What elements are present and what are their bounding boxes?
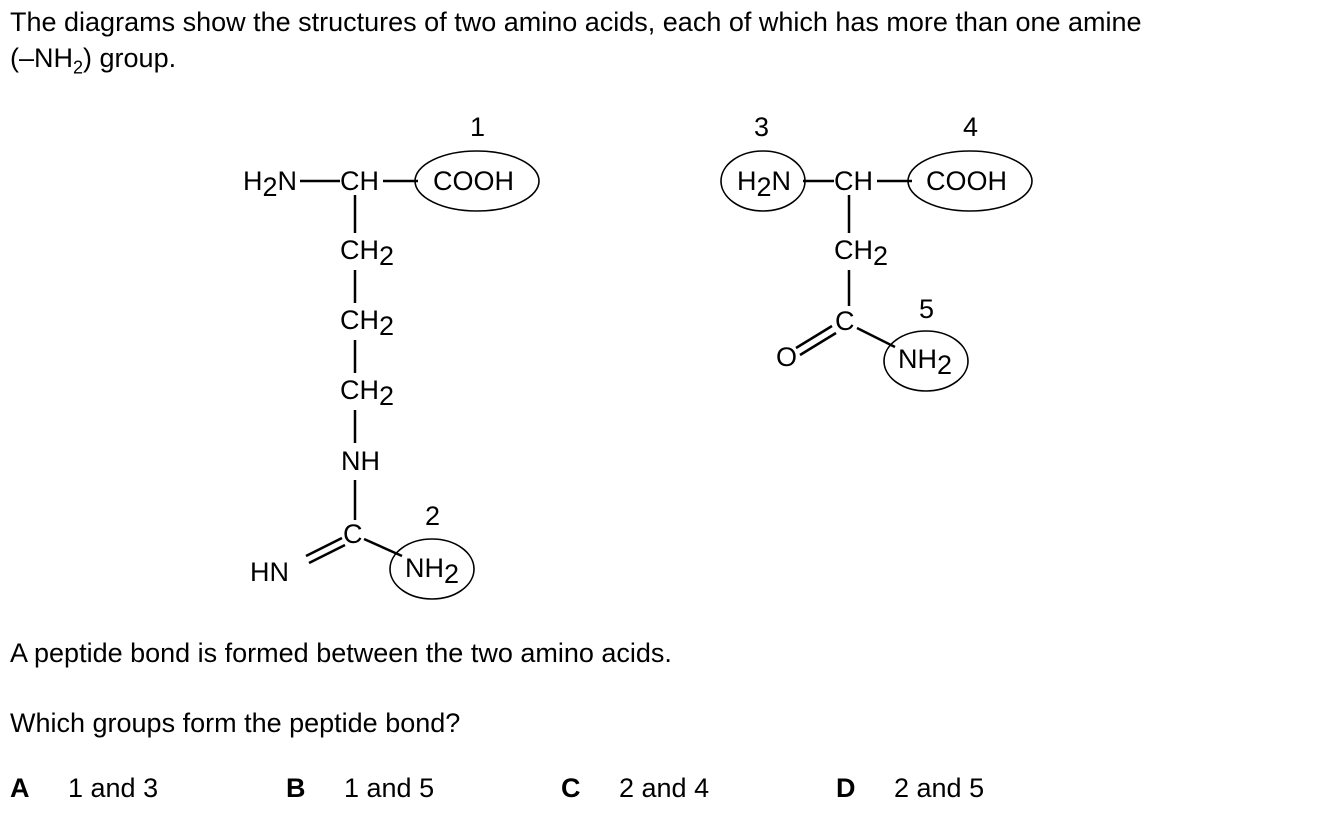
intro-line-2: (–NH2) group. <box>10 43 177 77</box>
group-number-1: 1 <box>470 112 485 142</box>
statement-text: A peptide bond is formed between the two… <box>10 638 672 668</box>
option-c[interactable]: C 2 and 4 <box>561 770 709 806</box>
left-cooh-label: COOH <box>433 166 514 196</box>
right-ch2-label: CH2 <box>834 235 888 271</box>
left-ch2-label-2: CH2 <box>340 305 394 341</box>
option-b[interactable]: B 1 and 5 <box>286 770 434 806</box>
right-alpha-ch-label: CH <box>834 166 873 196</box>
option-b-text: 1 and 5 <box>344 773 435 803</box>
group-2-circle <box>389 538 475 600</box>
option-b-letter: B <box>286 773 306 803</box>
left-amine-label: H2N <box>243 166 297 202</box>
option-c-text: 2 and 4 <box>619 773 710 803</box>
group-number-3: 3 <box>754 112 769 142</box>
prompt-text: Which groups form the peptide bond? <box>10 708 461 738</box>
right-o-label: O <box>776 342 797 372</box>
option-a-letter: A <box>10 773 30 803</box>
intro-line-1: The diagrams show the structures of two … <box>10 7 1142 37</box>
left-alpha-ch-label: CH <box>340 166 379 196</box>
option-d-letter: D <box>836 773 856 803</box>
option-d-text: 2 and 5 <box>894 773 985 803</box>
right-nh2-label: NH2 <box>898 344 952 380</box>
group-4-circle <box>907 150 1033 212</box>
right-c-label: C <box>835 306 855 336</box>
intro-amine-close: ) group. <box>83 43 177 73</box>
right-cooh-label: COOH <box>926 166 1007 196</box>
group-number-5: 5 <box>919 294 934 324</box>
left-c-label: C <box>343 519 363 549</box>
group-1-circle <box>414 150 540 212</box>
group-3-circle <box>720 150 806 212</box>
option-a-text: 1 and 3 <box>68 773 159 803</box>
left-ch2-label-1: CH2 <box>340 235 394 271</box>
left-ch2-label-3: CH2 <box>340 375 394 411</box>
intro-amine-open: (–NH <box>10 43 74 73</box>
right-amine-label: H2N <box>737 166 791 202</box>
question-intro: The diagrams show the structures of two … <box>10 4 1330 85</box>
option-c-letter: C <box>561 773 581 803</box>
left-nh2-label: NH2 <box>405 553 459 589</box>
intro-amine-subscript: 2 <box>73 57 84 78</box>
amino-acid-structures-diagram: 1 2 3 4 5 H2N CH COOH CH2 CH2 CH2 NH C H… <box>243 112 1033 600</box>
group-number-4: 4 <box>963 112 978 142</box>
option-a[interactable]: A 1 and 3 <box>10 770 158 806</box>
left-nh-label: NH <box>341 446 380 476</box>
option-d[interactable]: D 2 and 5 <box>836 770 984 806</box>
group-5-circle <box>883 330 969 392</box>
group-number-2: 2 <box>425 501 440 531</box>
left-hn-label: HN <box>250 557 289 587</box>
